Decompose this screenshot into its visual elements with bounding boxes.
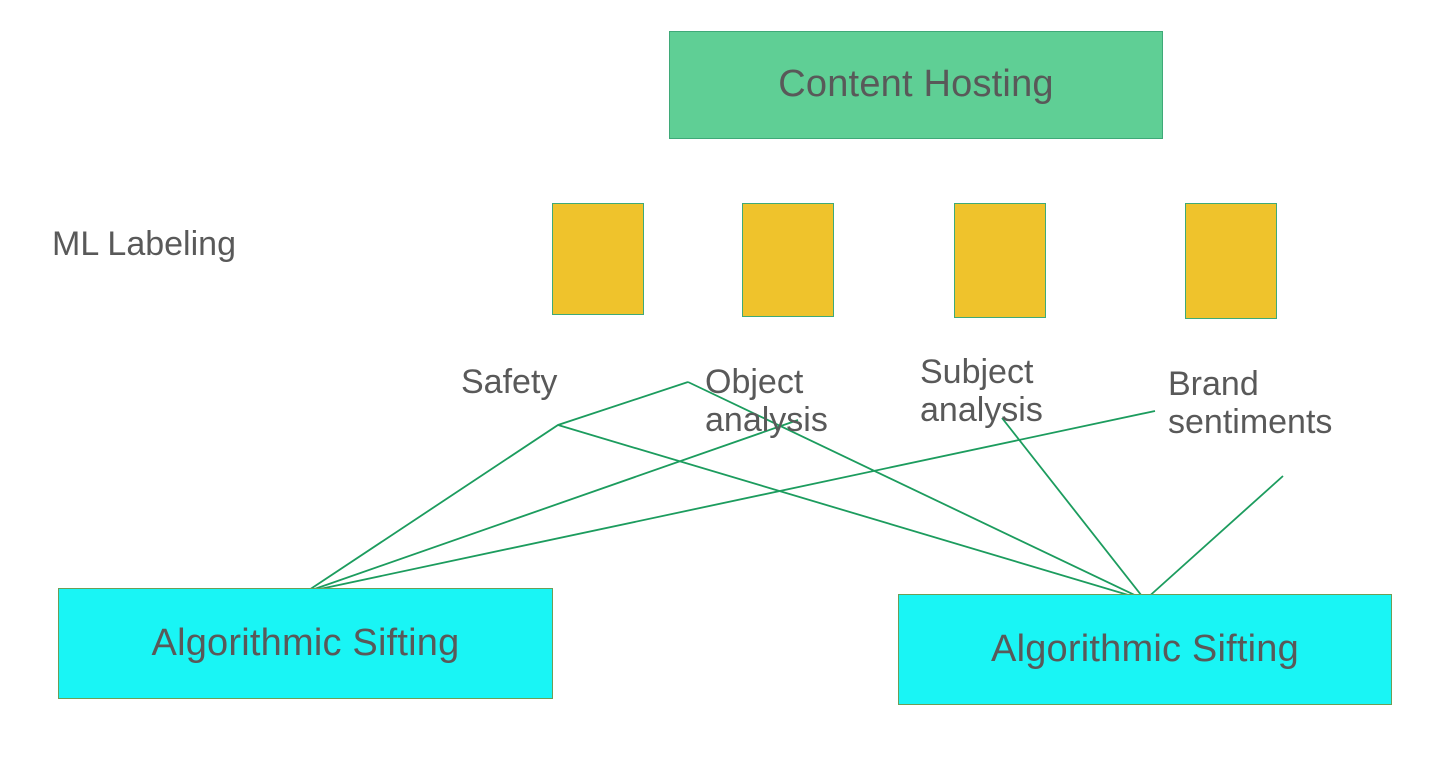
ml-label-box-1[interactable] (552, 203, 644, 315)
node-algorithmic-sifting-left-label: Algorithmic Sifting (151, 621, 460, 664)
edge-caption-safety: Safety (461, 363, 558, 401)
connector-right-a (557, 424, 1146, 601)
ml-label-box-2[interactable] (742, 203, 834, 317)
node-algorithmic-sifting-right-label: Algorithmic Sifting (991, 627, 1299, 670)
ml-label-box-4[interactable] (1185, 203, 1277, 319)
edge-caption-brand-sentiments: Brand sentiments (1168, 365, 1333, 442)
ml-label-box-3[interactable] (954, 203, 1046, 318)
node-algorithmic-sifting-right[interactable]: Algorithmic Sifting (898, 594, 1392, 705)
edge-caption-object-analysis: Object analysis (705, 363, 828, 440)
connector-safety (305, 381, 689, 593)
node-content-hosting-label: Content Hosting (778, 63, 1054, 106)
node-algorithmic-sifting-left[interactable]: Algorithmic Sifting (58, 588, 553, 699)
connector-subject (1001, 417, 1146, 601)
connector-left-b (305, 419, 799, 593)
edge-caption-subject-analysis: Subject analysis (920, 353, 1043, 430)
ml-labeling-caption: ML Labeling (52, 225, 236, 263)
connector-brand (1144, 475, 1284, 601)
node-content-hosting[interactable]: Content Hosting (669, 31, 1163, 139)
